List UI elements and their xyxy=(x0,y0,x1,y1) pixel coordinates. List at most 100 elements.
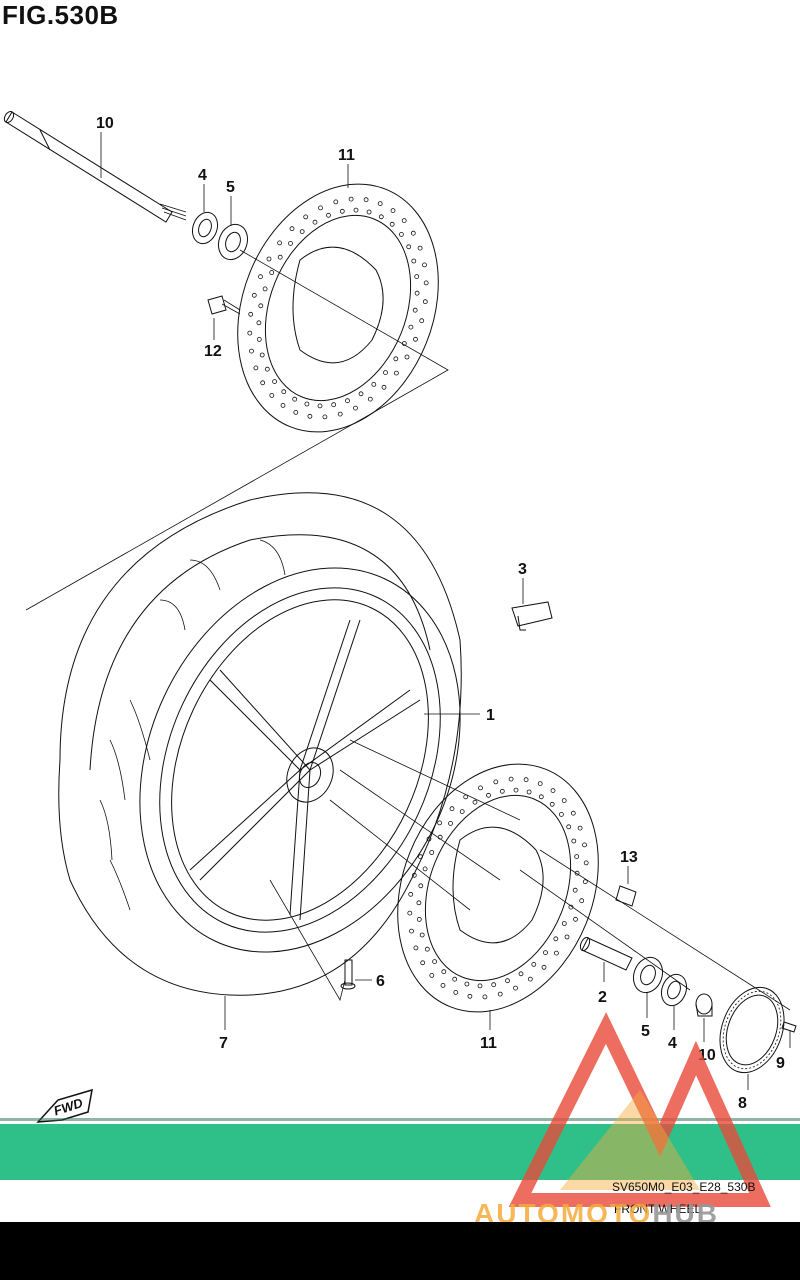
disc-hole xyxy=(423,280,429,286)
disc-hole xyxy=(393,370,399,376)
disc-hole xyxy=(348,196,354,202)
seal-part-top xyxy=(191,211,219,245)
disc-hole xyxy=(269,270,275,275)
callout-6: 6 xyxy=(376,973,385,990)
disc-hole xyxy=(526,789,532,795)
disc-hole xyxy=(420,960,426,966)
disc-hole xyxy=(304,401,310,407)
disc-hole xyxy=(408,324,414,330)
disc-hole xyxy=(322,414,328,420)
disc-hole xyxy=(281,389,287,395)
disc-hole xyxy=(333,199,339,205)
disc-hole xyxy=(448,821,453,826)
disc-hole xyxy=(411,872,417,878)
valve-part xyxy=(340,959,356,990)
callout-labels: 10 4 5 11 12 3 1 13 6 7 11 2 5 4 10 8 9 xyxy=(96,115,785,1112)
disc-hole xyxy=(419,318,425,324)
disc-hole xyxy=(318,205,323,211)
disc-hole xyxy=(413,336,418,342)
disc-hole xyxy=(337,411,343,417)
disc-hole xyxy=(574,854,580,859)
disc-hole xyxy=(303,214,309,220)
disc-hole xyxy=(277,254,283,260)
disc-hole xyxy=(258,303,264,309)
disc-hole xyxy=(353,405,358,411)
disc-hole xyxy=(429,973,435,978)
callout-2: 2 xyxy=(598,989,607,1006)
disc-hole xyxy=(419,932,425,938)
brake-disc-top xyxy=(237,183,439,433)
disc-hole xyxy=(299,229,305,235)
disc-hole xyxy=(260,380,266,386)
disc-hole xyxy=(459,809,465,814)
callout-4-bottom: 4 xyxy=(668,1035,677,1052)
disc-hole xyxy=(561,921,567,926)
disc-hole xyxy=(437,820,443,826)
disc-hole xyxy=(482,994,488,1000)
disc-hole xyxy=(381,384,387,390)
clip-part xyxy=(511,601,553,631)
disc-hole xyxy=(418,854,423,860)
disc-hole xyxy=(464,981,470,987)
callout-4-top: 4 xyxy=(198,167,207,184)
disc-hole xyxy=(253,365,259,371)
brake-disc-bottom xyxy=(397,763,599,1013)
disc-hole xyxy=(293,409,299,415)
hub-guide-lines xyxy=(329,739,521,911)
disc-hole xyxy=(424,946,430,952)
disc-hole xyxy=(289,226,295,232)
disc-hole xyxy=(277,240,283,246)
disc-hole xyxy=(541,964,547,970)
disc-hole xyxy=(411,258,417,264)
seal-part-bottom xyxy=(660,973,688,1007)
axle-part xyxy=(3,110,187,223)
disc-hole xyxy=(307,413,313,419)
disc-hole xyxy=(513,985,518,991)
disc-hole xyxy=(371,381,377,387)
disc-hole xyxy=(345,398,350,404)
disc-hole xyxy=(573,916,578,922)
disc-hole xyxy=(418,883,424,889)
disc-hole xyxy=(554,950,559,956)
disc-hole xyxy=(339,208,345,214)
disc-hole xyxy=(383,370,388,376)
disc-hole xyxy=(432,959,438,964)
disc-hole xyxy=(256,336,262,342)
disc-hole xyxy=(408,891,414,897)
disc-hole xyxy=(258,274,263,280)
screw-part xyxy=(781,1021,797,1033)
disc-hole xyxy=(564,934,570,940)
disc-hole xyxy=(440,983,446,988)
disc-hole xyxy=(437,834,443,840)
disc-hole xyxy=(378,214,384,220)
disc-hole xyxy=(570,810,576,816)
disc-hole xyxy=(422,262,427,268)
bolt-part-bottom xyxy=(615,885,637,907)
disc-hole xyxy=(543,950,548,955)
disc-hole xyxy=(429,850,435,855)
disc-hole xyxy=(251,292,257,298)
disc-hole xyxy=(426,836,432,842)
disc-hole xyxy=(389,221,395,227)
disc-hole xyxy=(574,870,580,876)
disc-hole xyxy=(377,201,383,207)
disc-hole xyxy=(566,824,572,830)
disc-hole xyxy=(414,290,420,296)
disc-hole xyxy=(269,392,275,398)
disc-hole xyxy=(491,982,497,988)
disc-hole xyxy=(367,396,373,402)
disc-hole xyxy=(404,354,410,360)
disc-hole xyxy=(453,990,459,995)
disc-hole xyxy=(537,781,543,786)
disc-hole xyxy=(247,330,253,336)
disc-hole xyxy=(331,402,337,408)
disc-hole xyxy=(366,209,372,215)
band-top-line xyxy=(0,1118,800,1121)
callout-5-top: 5 xyxy=(226,179,235,196)
figure-title: FIG.530B xyxy=(2,0,119,30)
callout-11-bottom: 13 xyxy=(620,849,638,866)
disc-hole xyxy=(256,320,262,326)
disc-hole xyxy=(583,860,589,866)
disc-hole xyxy=(393,356,399,362)
